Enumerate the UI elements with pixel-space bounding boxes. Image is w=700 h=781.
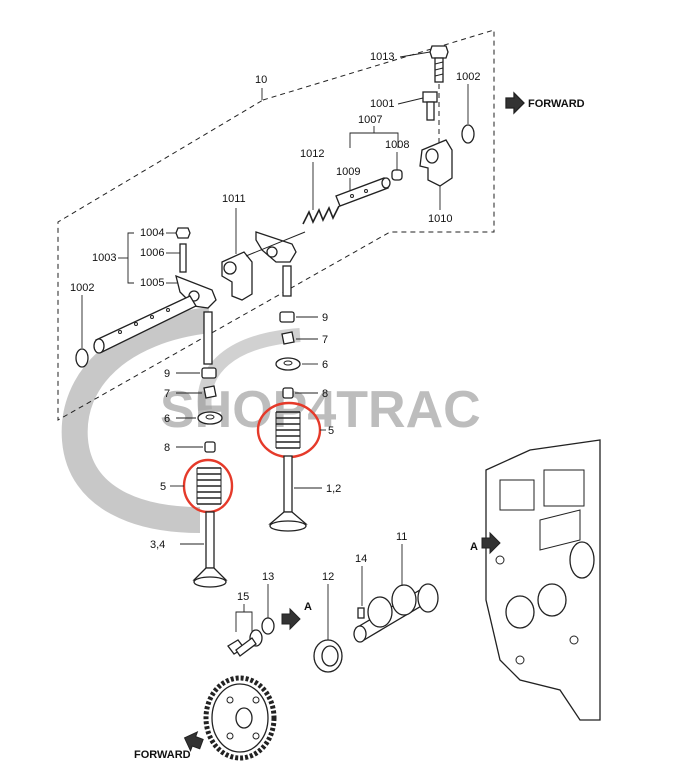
label-5-left: 5 <box>160 481 166 493</box>
label-13: 13 <box>262 571 274 583</box>
forward-arrow-bottom-icon <box>183 730 204 753</box>
label-1003: 1003 <box>92 252 116 264</box>
valve-spring-5-left <box>196 467 222 505</box>
forward-label-bottom: FORWARD <box>134 749 191 761</box>
label-14: 14 <box>355 553 367 565</box>
label-1010: 1010 <box>428 213 452 225</box>
plug-1008 <box>391 169 403 181</box>
engine-block <box>485 439 601 721</box>
leader-1001 <box>397 97 424 105</box>
retainer-6-left <box>197 411 223 425</box>
forward-arrow-top-icon <box>505 91 525 115</box>
seal-ring-1002-top <box>461 124 475 144</box>
rocker-shaft-upper <box>335 177 391 207</box>
label-1009: 1009 <box>336 166 360 178</box>
rocker-support-1010 <box>419 139 453 187</box>
valve-1-2 <box>268 455 308 532</box>
label-3-4: 3,4 <box>150 539 165 551</box>
label-8-left: 8 <box>164 442 170 454</box>
label-1002-left: 1002 <box>70 282 94 294</box>
label-1007: 1007 <box>358 114 382 126</box>
bolt-1013 <box>429 45 449 83</box>
label-9-left: 9 <box>164 368 170 380</box>
valve-spring-5-right <box>275 411 301 449</box>
valve-cap-9-left <box>201 367 217 379</box>
label-1005: 1005 <box>140 277 164 289</box>
rocker-arm-right <box>255 231 297 297</box>
stem-seal-8-left <box>204 441 216 453</box>
view-a-label-right: A <box>470 541 478 553</box>
bearing-12 <box>313 639 343 673</box>
label-1011: 1011 <box>222 193 246 205</box>
label-8-right: 8 <box>322 388 328 400</box>
label-7-right: 7 <box>322 334 328 346</box>
stem-seal-8-right <box>282 387 294 399</box>
label-9-right: 9 <box>322 312 328 324</box>
view-a-label-left: A <box>304 601 312 613</box>
label-11: 11 <box>396 531 407 543</box>
cam-gear <box>203 675 277 761</box>
collet-7-right <box>281 331 295 345</box>
watermark-logo: SHOP4TRAC <box>61 307 481 533</box>
label-1002-top: 1002 <box>456 71 480 83</box>
nut-1004 <box>175 227 191 239</box>
label-1001: 1001 <box>370 98 394 110</box>
label-12: 12 <box>322 571 334 583</box>
key-14 <box>357 607 365 619</box>
label-1012: 1012 <box>300 148 324 160</box>
label-15: 15 <box>237 591 249 603</box>
label-assembly: 10 <box>255 74 267 86</box>
bolt-15 <box>227 629 263 657</box>
view-a-arrow-left-icon <box>281 607 301 631</box>
bolt-1001 <box>422 91 438 121</box>
watermark-swoosh-inner <box>197 328 301 411</box>
forward-label-top: FORWARD <box>528 98 585 110</box>
label-6-right: 6 <box>322 359 328 371</box>
retainer-6-right <box>275 357 301 371</box>
collet-7-left <box>203 385 217 399</box>
rocker-shaft-lower <box>93 295 197 354</box>
label-7-left: 7 <box>164 388 170 400</box>
leader-1013 <box>399 51 431 58</box>
bracket-1003 <box>127 232 134 284</box>
label-1-2: 1,2 <box>326 483 341 495</box>
label-5-right: 5 <box>328 425 334 437</box>
valve-cap-9-right <box>279 311 295 323</box>
adjuster-1006 <box>179 243 187 273</box>
washer-13 <box>261 617 275 635</box>
label-1008: 1008 <box>385 139 409 151</box>
view-a-arrow-right-icon <box>481 531 501 555</box>
rocker-support-1011 <box>221 251 253 301</box>
spring-1012 <box>302 205 340 225</box>
watermark-swoosh <box>61 307 212 533</box>
label-6-left: 6 <box>164 413 170 425</box>
shaft-link <box>245 231 306 257</box>
label-1006: 1006 <box>140 247 164 259</box>
camshaft-11 <box>353 583 439 643</box>
bracket-15 <box>235 611 253 632</box>
valve-3-4 <box>192 511 228 588</box>
rocker-assembly-boundary <box>57 29 495 421</box>
label-1013: 1013 <box>370 51 394 63</box>
label-1004: 1004 <box>140 227 164 239</box>
seal-ring-1002-left <box>75 348 89 368</box>
